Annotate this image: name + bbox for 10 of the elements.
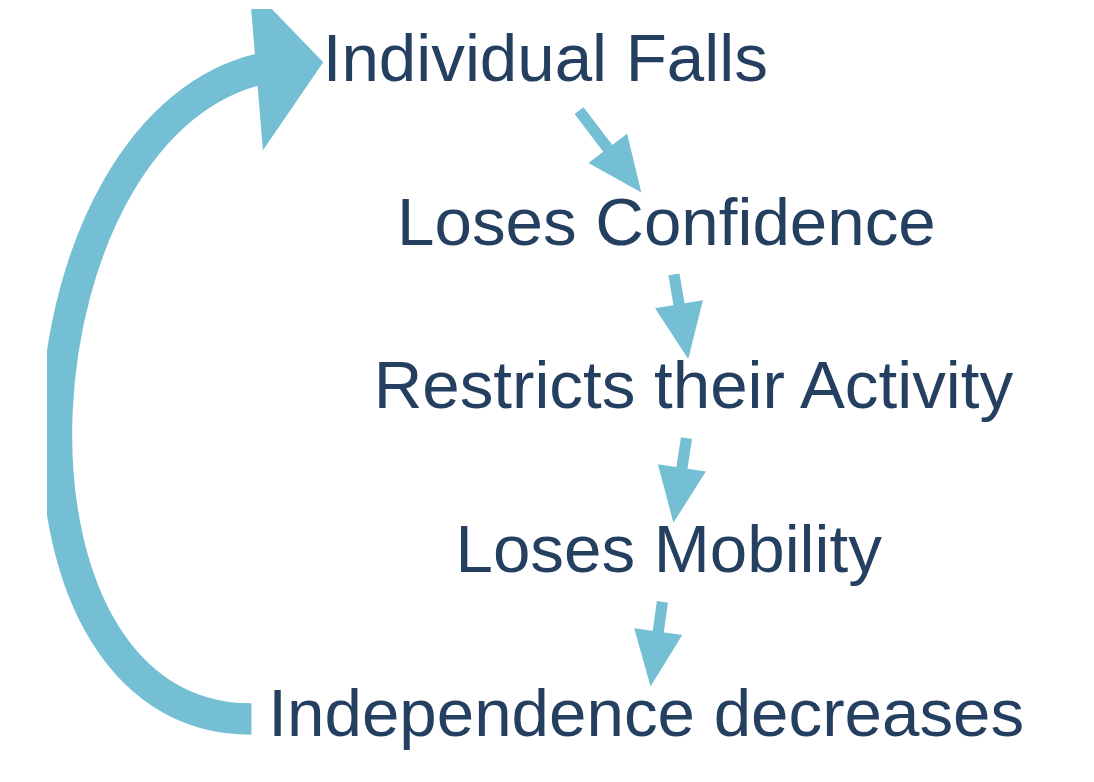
arrow [46,8,323,734]
node-text: Individual Falls [322,19,768,95]
node-text: Loses Mobility [454,510,882,586]
node-text: Independence decreases [267,674,1024,750]
arrow [657,436,706,523]
arrow [654,272,703,359]
arrow [633,600,682,687]
node-text: Loses Confidence [396,183,936,259]
arrow [574,106,641,192]
node-text: Restricts their Activity [373,346,1013,422]
